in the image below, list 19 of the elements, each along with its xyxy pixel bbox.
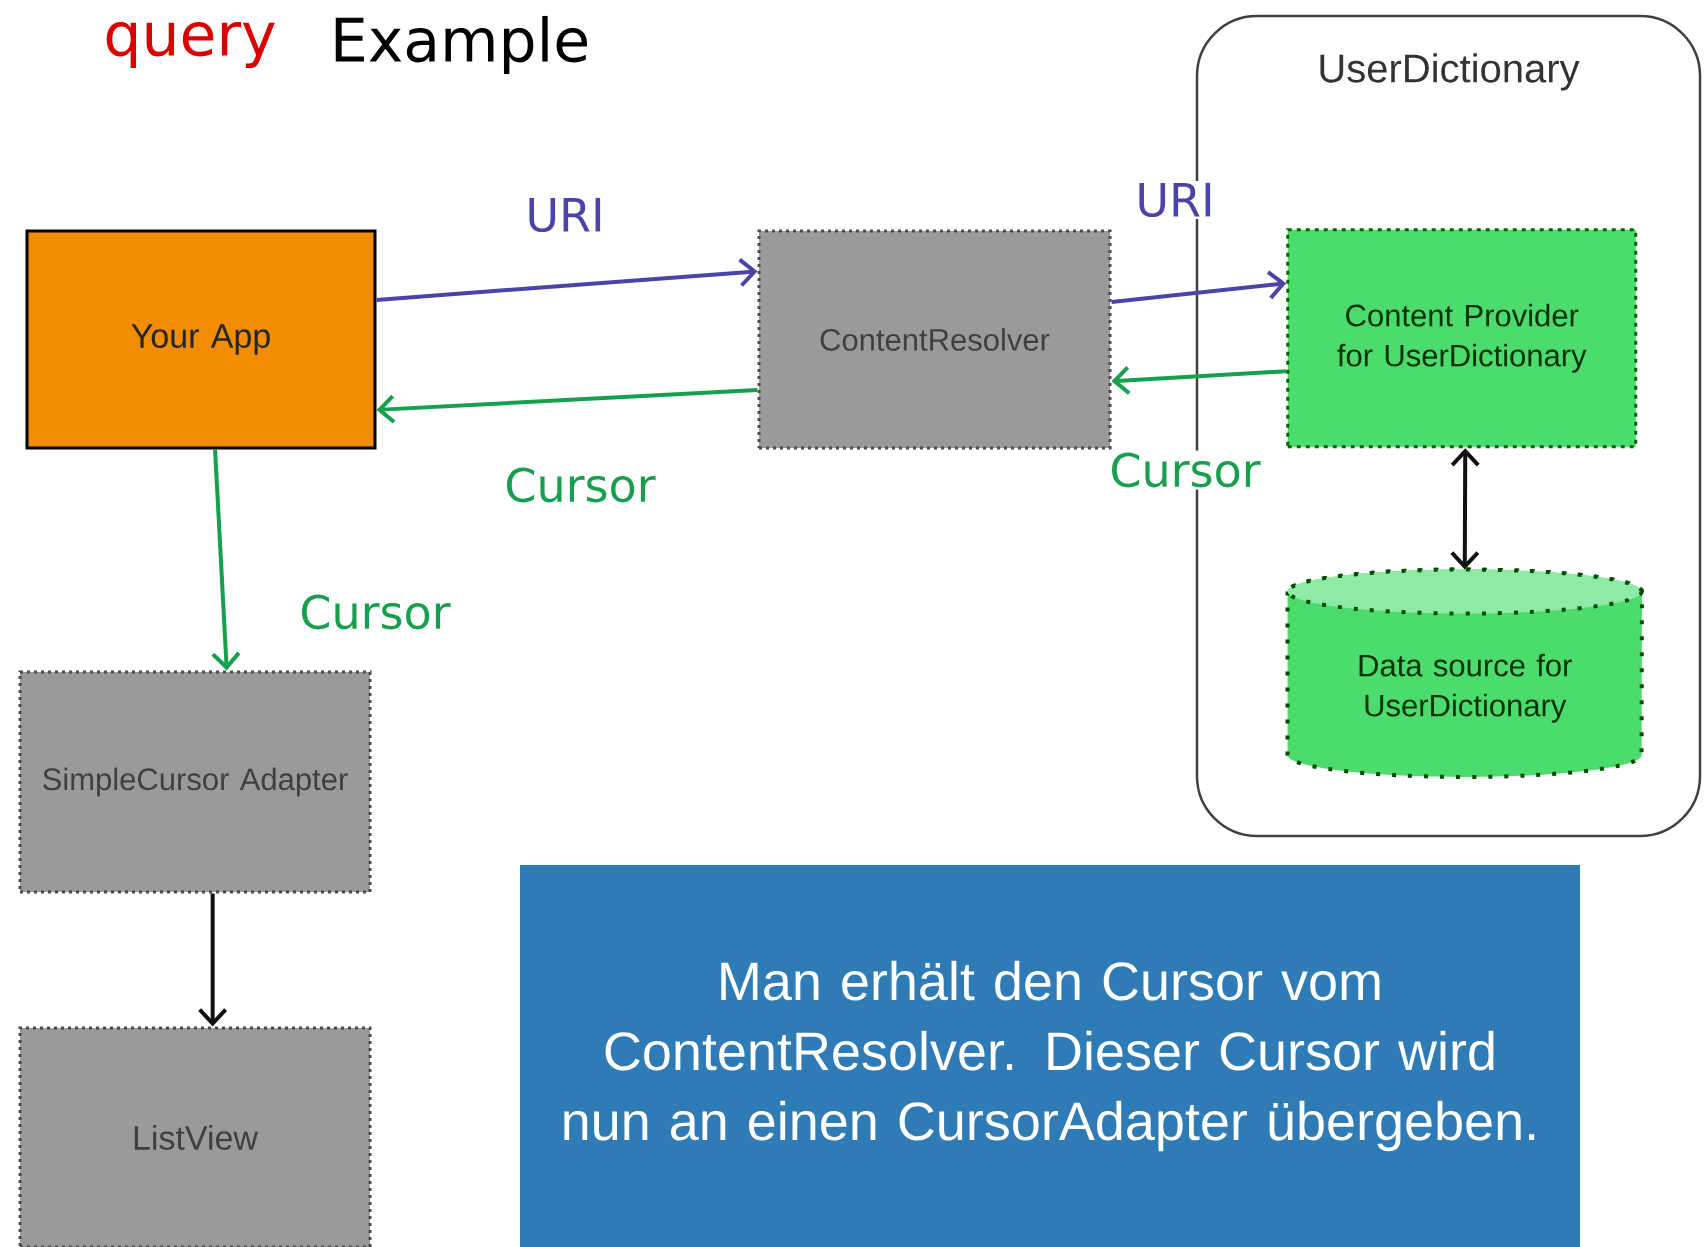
note-box: Man erhält den Cursor vom ContentResolver. Dieser Cursor wird nun an einen CursorAdapter übergeben. [520,865,1580,1247]
edge-label: Cursor [506,467,656,503]
arrow [198,893,228,1027]
edge-label: Cursor [301,594,451,630]
heading-text: Example [335,15,587,74]
process-box: Your App [25,229,377,450]
arrow [376,258,758,302]
heading-text: query [106,21,275,69]
cylinder: Data source for UserDictionary [1285,567,1644,779]
arrow [1111,270,1287,305]
process-box: Content Provider for UserDictionary [1286,228,1638,449]
arrow [1450,448,1480,570]
edge-label: URI [529,197,601,233]
process-box: ContentResolver [757,229,1112,450]
process-box: SimpleCursor Adapter [18,670,372,894]
arrow [211,449,241,671]
arrow [1111,365,1287,395]
arrow [376,388,758,424]
process-box: ListView [18,1026,372,1247]
